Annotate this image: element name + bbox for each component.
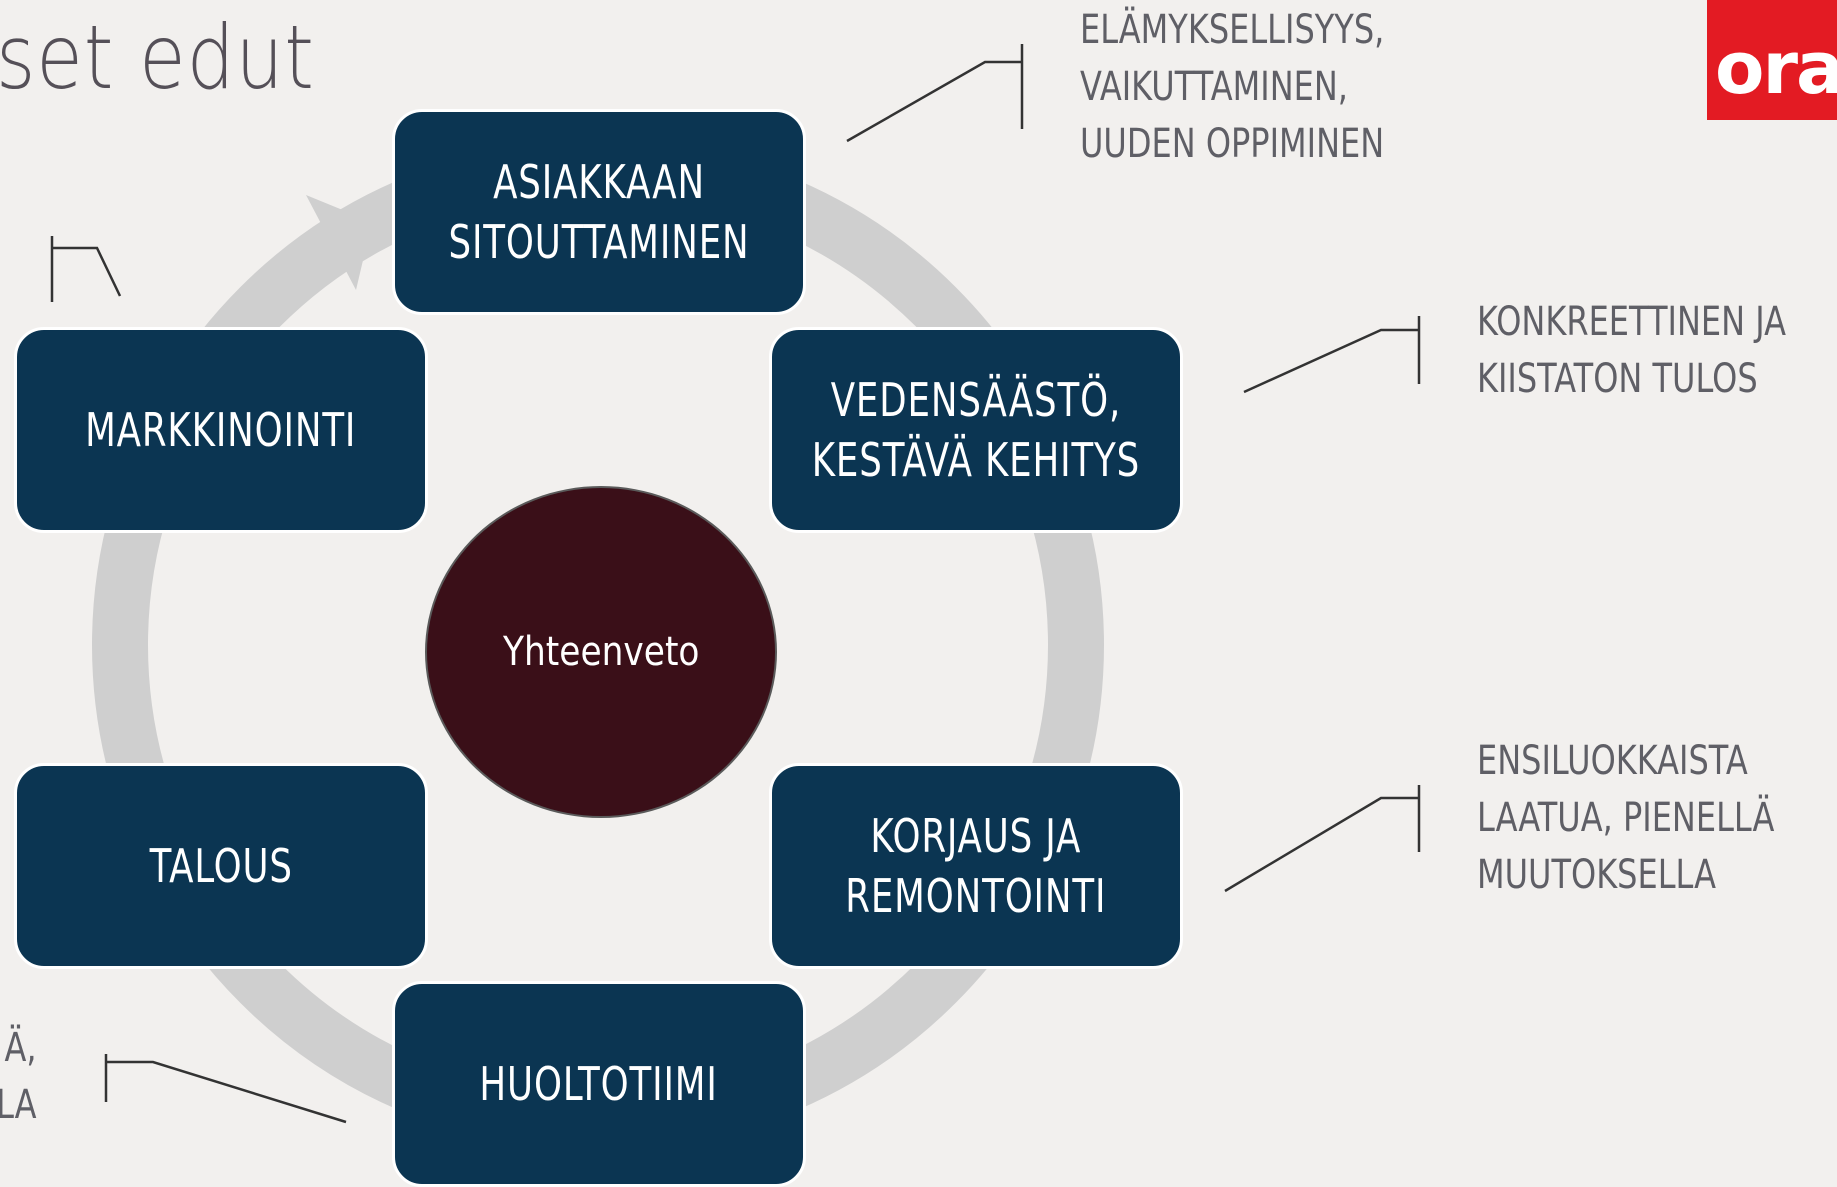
cycle-step-label: TALOUS <box>149 839 293 893</box>
cycle-step-markkinointi: MARKKINOINTI <box>14 327 428 533</box>
cycle-step-label: ASIAKKAAN SITOUTTAMINEN <box>448 155 750 269</box>
callout-line-right-upper <box>1243 316 1421 394</box>
cycle-step-talous: TALOUS <box>14 763 428 969</box>
cycle-step-label: VEDENSÄÄSTÖ, KESTÄVÄ KEHITYS <box>811 373 1141 487</box>
cycle-step-label: MARKKINOINTI <box>85 403 357 457</box>
ora-logo: ora <box>1707 0 1837 120</box>
cycle-step-asiakkaan-sitouttaminen: ASIAKKAAN SITOUTTAMINEN <box>392 109 806 315</box>
center-label: Yhteenveto <box>502 629 700 675</box>
page-title: set edut <box>0 6 315 109</box>
cycle-step-korjaus: KORJAUS JA REMONTOINTI <box>769 763 1183 969</box>
cycle-step-label: HUOLTOTIIMI <box>479 1057 719 1111</box>
callout-line-right-lower <box>1224 785 1421 893</box>
cycle-arrow-head <box>306 195 372 290</box>
callout-line-bottom-left <box>104 1054 347 1124</box>
cycle-step-vedensaasto: VEDENSÄÄSTÖ, KESTÄVÄ KEHITYS <box>769 327 1183 533</box>
note-bottom-left: Ä, LA <box>0 1025 37 1128</box>
note-right-upper: KONKREETTINEN JA KIISTATON TULOS <box>1477 299 1787 402</box>
note-top: ELÄMYKSELLISYYS, VAIKUTTAMINEN, UUDEN OP… <box>1080 7 1385 167</box>
note-right-lower: ENSILUOKKAISTA LAATUA, PIENELLÄ MUUTOKSE… <box>1477 738 1775 898</box>
logo-text: ora <box>1715 26 1837 110</box>
callout-line-top <box>846 44 1024 143</box>
cycle-step-huoltotiimi: HUOLTOTIIMI <box>392 981 806 1187</box>
center-circle: Yhteenveto <box>425 486 777 818</box>
callout-line-upper-left <box>50 236 122 302</box>
cycle-step-label: KORJAUS JA REMONTOINTI <box>845 809 1107 923</box>
